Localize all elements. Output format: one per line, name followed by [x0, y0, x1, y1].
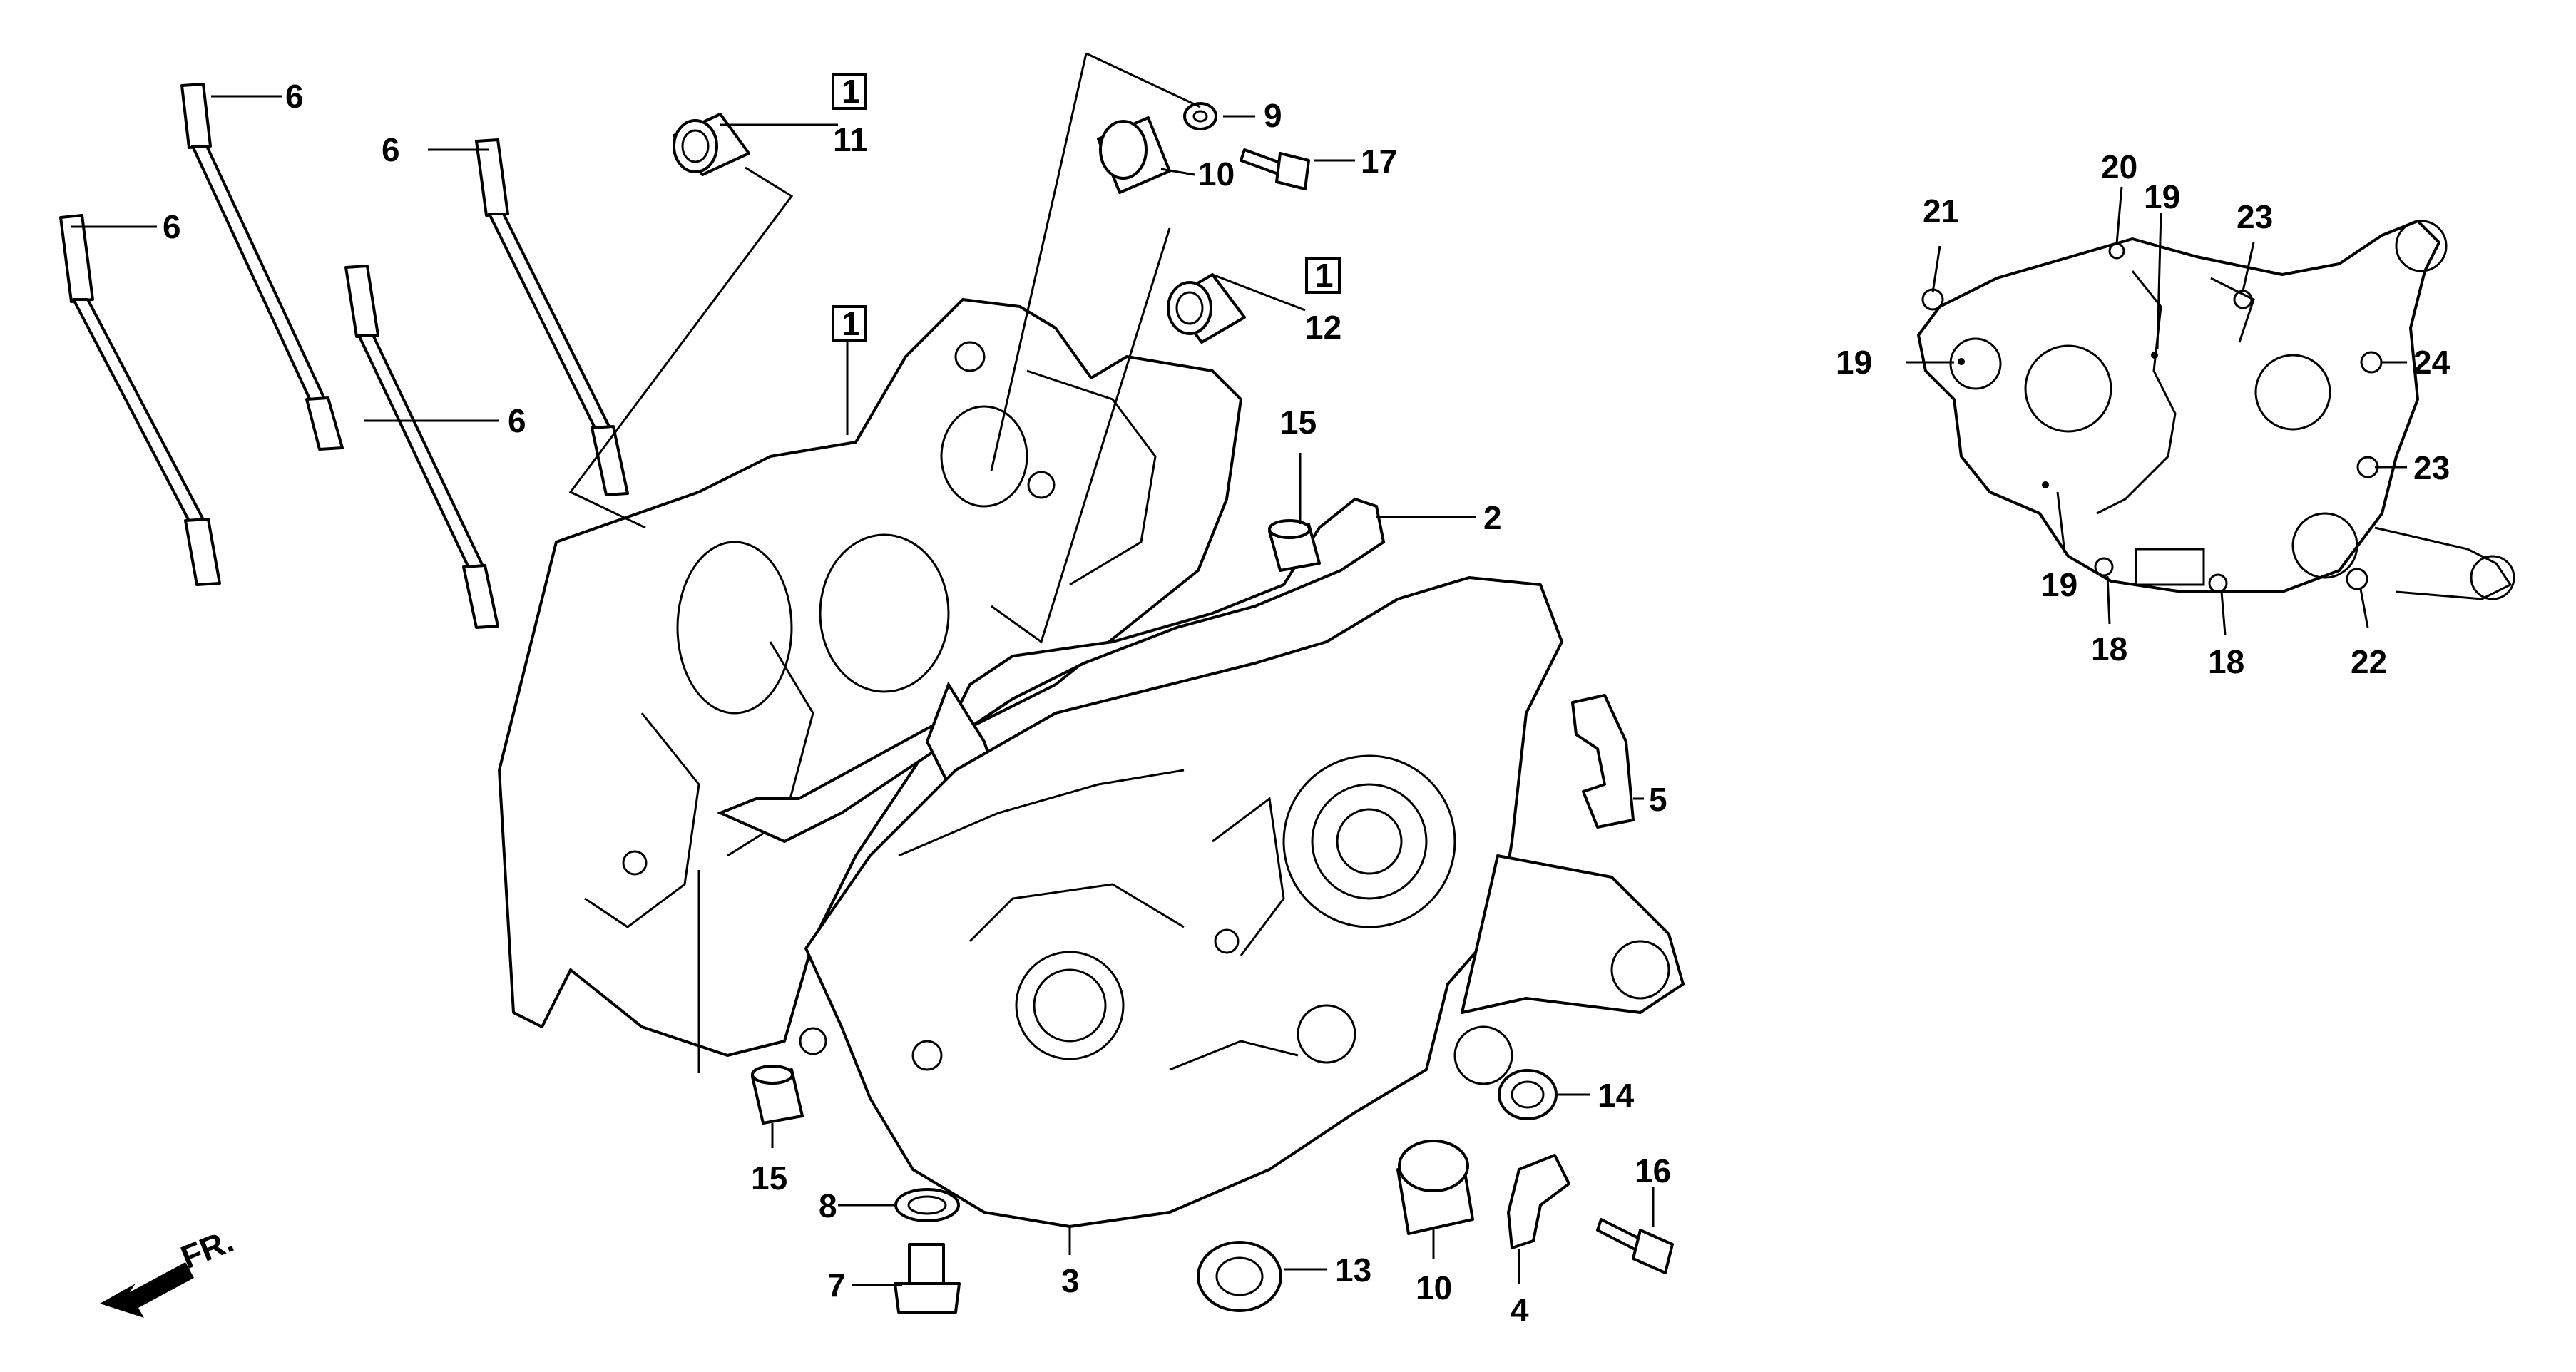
- callout-14: 14: [1598, 1077, 1635, 1114]
- callout-6: 6: [285, 78, 304, 115]
- oil-seal-part: [1498, 1069, 1558, 1120]
- callout-24: 24: [2413, 344, 2450, 381]
- boxed-mark-text: 1: [1315, 257, 1334, 294]
- leader-lines: [71, 52, 2407, 1286]
- oil-seal-part: [1197, 1241, 1282, 1312]
- stud-bolt-part: [180, 83, 344, 451]
- needle-bearing-part: [1167, 273, 1246, 344]
- callout-15: 15: [751, 1159, 787, 1197]
- callout-labels: 6 6 6 6 11 12 9 10 17 15 2 5 15 14 13 10…: [163, 78, 2450, 1329]
- callout-9: 9: [1264, 97, 1282, 134]
- callout-11: 11: [833, 121, 868, 158]
- front-direction-indicator: FR.: [100, 1222, 238, 1318]
- callout-20: 20: [2101, 148, 2137, 185]
- stud-bolt-part: [59, 214, 221, 586]
- stud-bolt-part: [344, 265, 499, 629]
- boxed-mark-text: 1: [842, 305, 860, 342]
- bearing-part: [1097, 116, 1171, 194]
- callout-13: 13: [1335, 1251, 1371, 1289]
- boxed-mark-text: 1: [842, 73, 860, 110]
- callout-23: 23: [2237, 198, 2273, 235]
- dowel-pin-part: [751, 1065, 804, 1125]
- sealing-washer-part: [894, 1188, 960, 1222]
- callout-5: 5: [1649, 781, 1667, 818]
- left-crankcase-half: [498, 298, 1242, 1057]
- callout-10: 10: [1198, 155, 1235, 193]
- needle-bearing-part: [673, 113, 750, 176]
- bearing-part: [1396, 1140, 1474, 1235]
- crankcase-cover-view: [1917, 220, 2515, 600]
- washer-part: [1183, 102, 1217, 130]
- callout-23: 23: [2413, 449, 2450, 486]
- dowel-pin-part: [1268, 519, 1321, 572]
- callout-4: 4: [1511, 1291, 1529, 1329]
- callout-12: 12: [1305, 309, 1341, 346]
- right-crankcase-half: [804, 576, 1685, 1228]
- callout-15: 15: [1280, 404, 1317, 441]
- callout-18: 18: [2091, 630, 2127, 667]
- callout-7: 7: [827, 1266, 846, 1304]
- clamp-part: [1571, 694, 1635, 829]
- bolt-part: [1596, 1218, 1674, 1274]
- callout-19: 19: [2041, 566, 2077, 603]
- bolt-part: [1240, 148, 1310, 190]
- stud-bolt-part: [475, 138, 629, 496]
- boxed-mark: 1: [832, 305, 867, 342]
- callout-17: 17: [1361, 143, 1397, 180]
- callout-2: 2: [1483, 499, 1502, 536]
- callout-3: 3: [1061, 1262, 1080, 1299]
- boxed-mark: 1: [1305, 257, 1341, 294]
- callout-16: 16: [1635, 1152, 1671, 1189]
- callout-22: 22: [2351, 643, 2387, 680]
- callout-19: 19: [2144, 178, 2180, 215]
- callout-10: 10: [1416, 1269, 1452, 1306]
- boxed-mark: 1: [832, 73, 867, 110]
- callout-19: 19: [1836, 344, 1872, 381]
- callout-21: 21: [1923, 193, 1959, 230]
- stud-bolts-group: [59, 83, 629, 629]
- callout-6: 6: [382, 131, 400, 168]
- clamp-part: [1507, 1154, 1570, 1249]
- callout-18: 18: [2208, 643, 2244, 680]
- callout-8: 8: [819, 1187, 837, 1224]
- callout-6: 6: [163, 208, 181, 245]
- drain-bolt-part: [894, 1243, 961, 1314]
- callout-6: 6: [508, 402, 526, 439]
